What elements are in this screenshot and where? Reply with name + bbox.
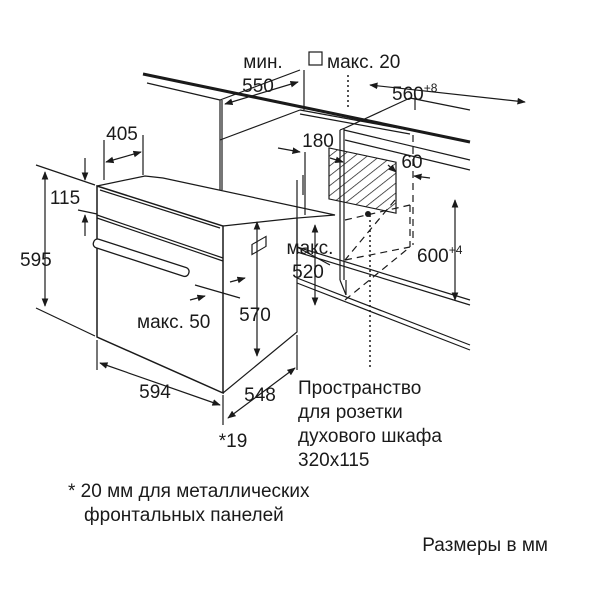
label-max-520-title: макс.	[287, 238, 334, 259]
label-note-19: *19	[219, 431, 248, 452]
label-520: 520	[292, 262, 324, 283]
label-max-50: макс. 50	[137, 312, 210, 333]
label-560: 560+8	[392, 81, 438, 105]
label-180: 180	[302, 131, 334, 152]
label-548: 548	[244, 385, 276, 406]
label-115: 115	[50, 188, 80, 209]
socket-note-line: 320x115	[298, 450, 370, 471]
mounting-bracket	[251, 235, 267, 256]
square-icon	[308, 51, 323, 66]
footnote-line: * 20 мм для металлических	[68, 481, 310, 502]
footnote: * 20 мм для металлических фронтальных па…	[68, 481, 310, 526]
oven-handle	[92, 238, 190, 278]
label-max-20: макс. 20	[327, 52, 400, 73]
dimension-lines	[35, 70, 526, 425]
socket-area-hatched	[328, 147, 397, 214]
units-note: Размеры в мм	[422, 535, 548, 556]
hidden-oven-outline	[344, 135, 414, 301]
label-min: мин.	[243, 52, 282, 73]
label-570: 570	[239, 305, 271, 326]
oven	[92, 175, 336, 395]
footnote-line: фронтальных панелей	[84, 505, 284, 526]
socket-note-line: Пространство	[298, 378, 421, 399]
label-405: 405	[106, 124, 138, 145]
socket-note-line: для розетки	[298, 402, 403, 423]
label-594: 594	[139, 382, 171, 403]
label-595: 595	[20, 250, 52, 271]
label-550: 550	[242, 76, 274, 97]
socket-note-line: духового шкафа	[298, 426, 442, 447]
label-60: 60	[401, 152, 422, 173]
label-600: 600+4	[417, 243, 463, 267]
socket-note: Пространство для розетки духового шкафа …	[298, 378, 442, 471]
